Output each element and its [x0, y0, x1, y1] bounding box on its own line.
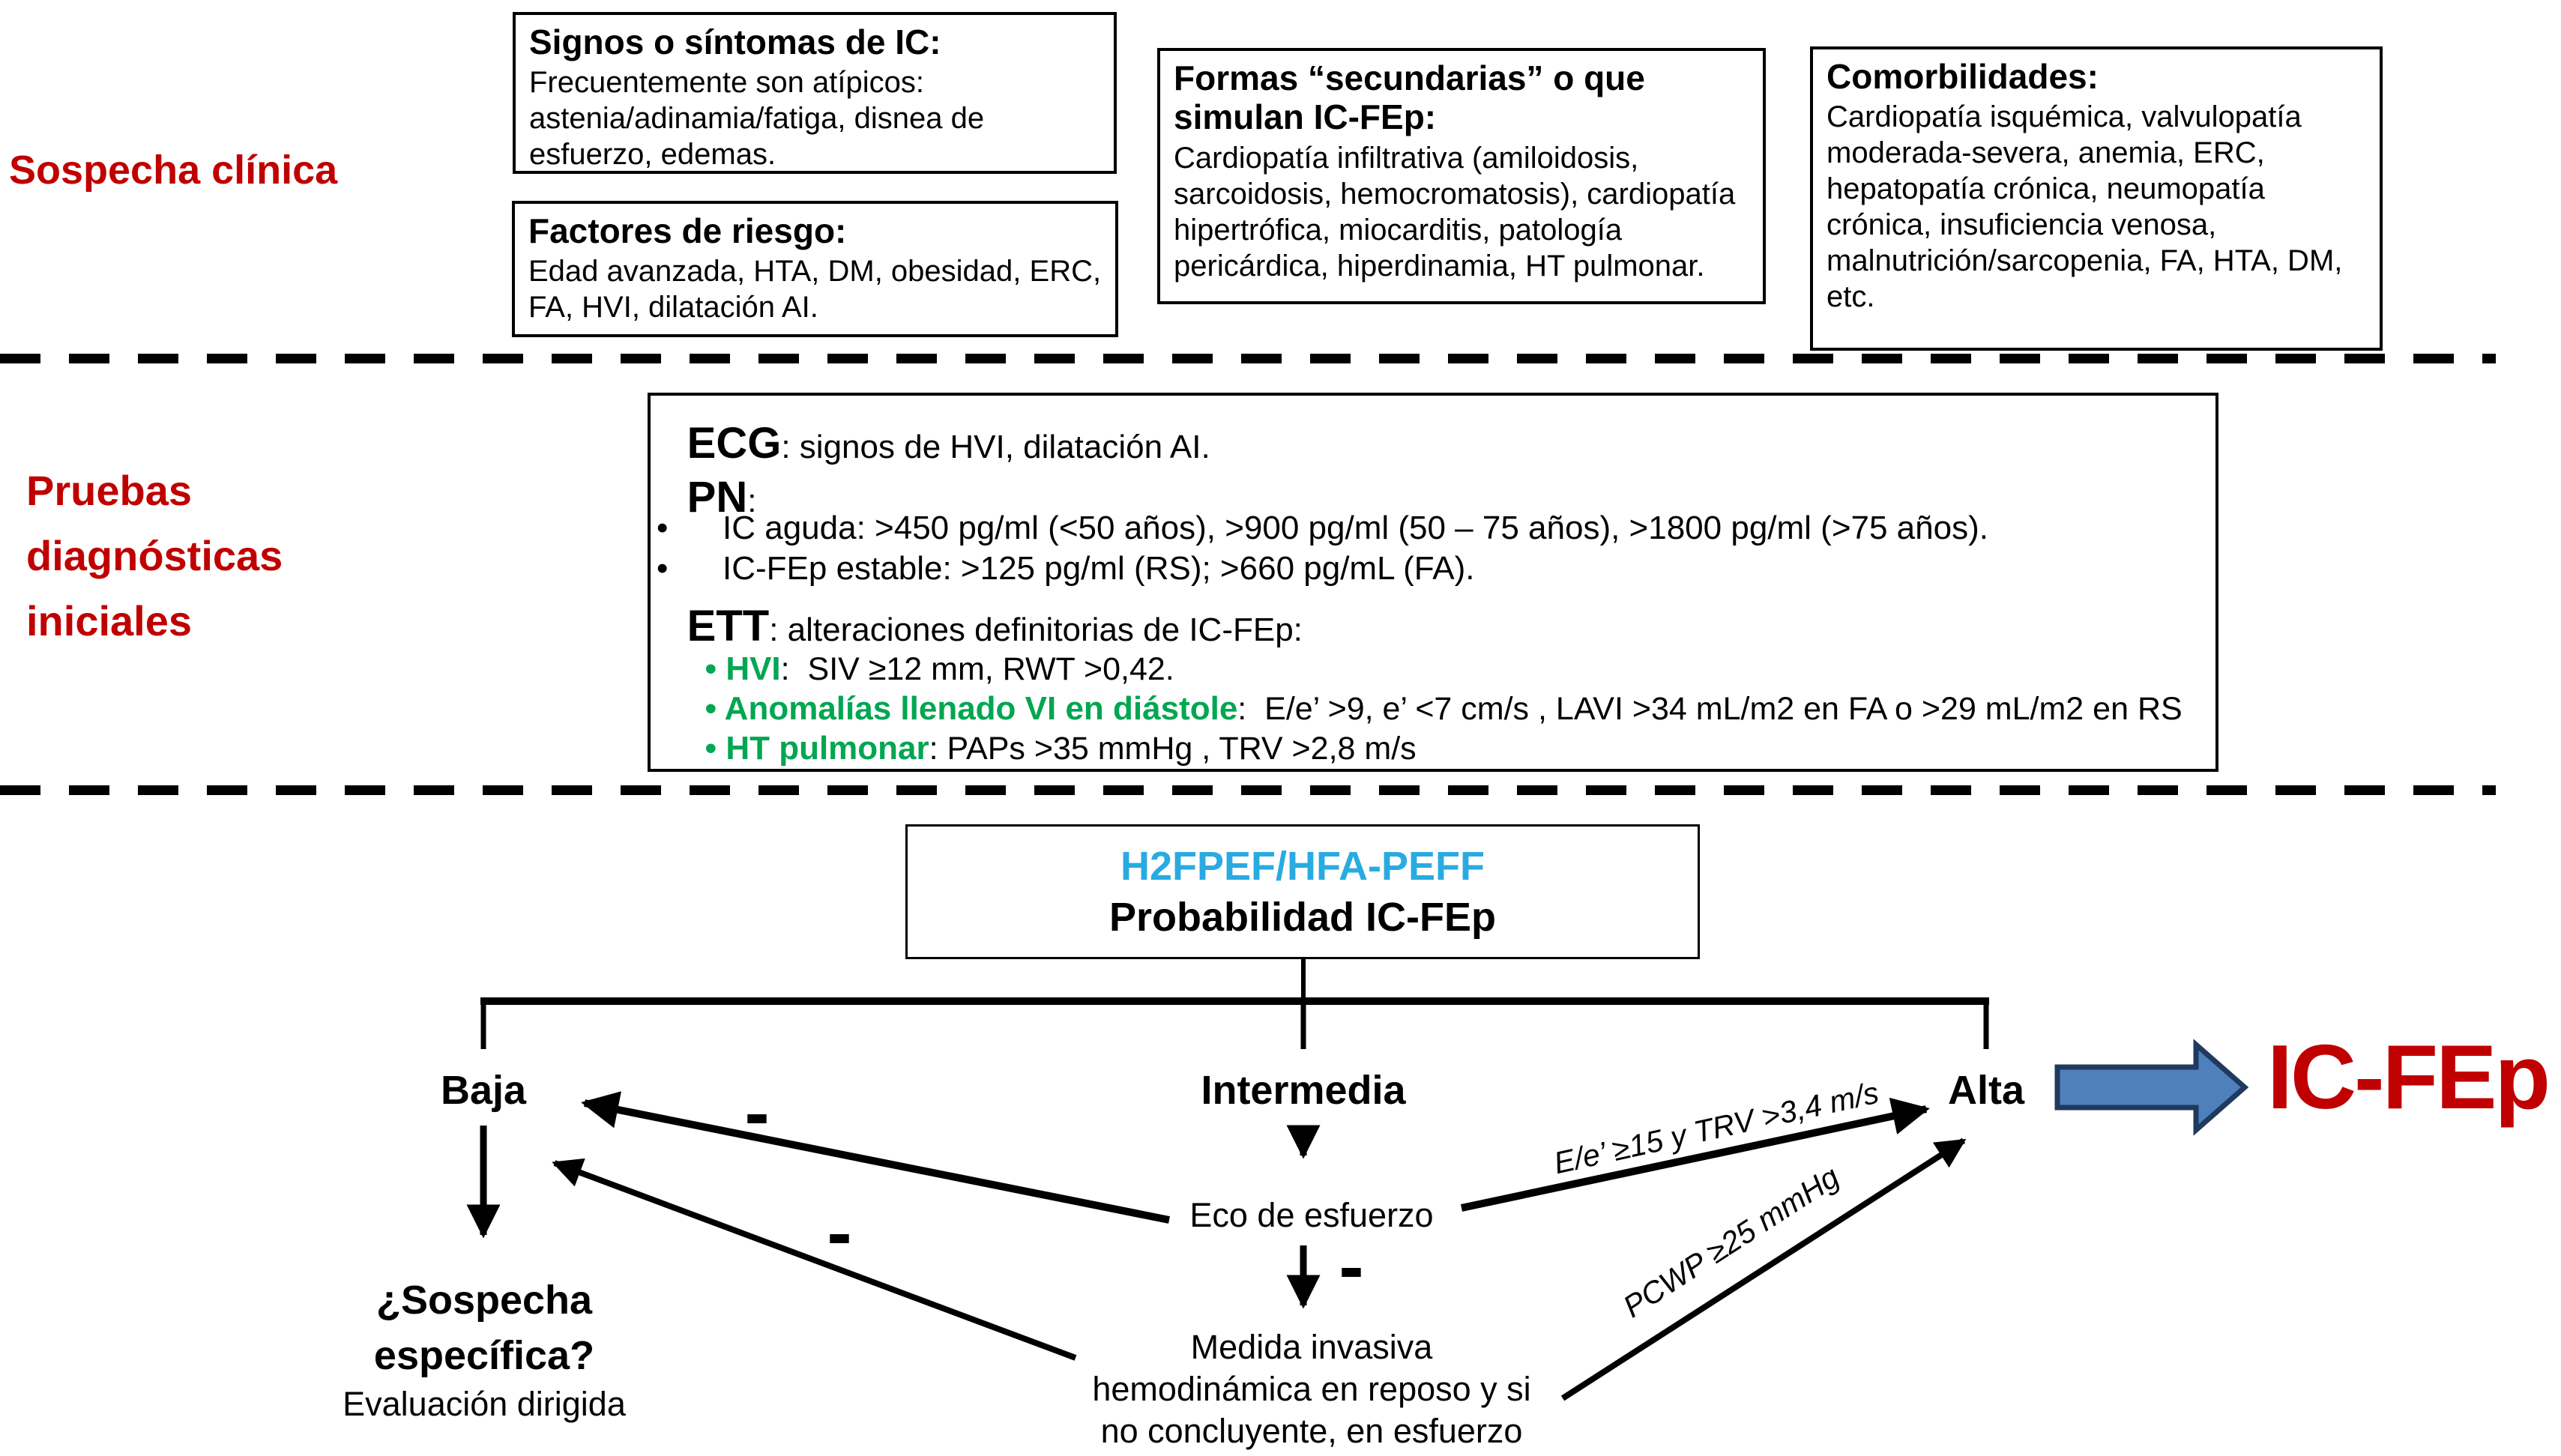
ett-item-htpulmonar-rest: : PAPs >35 mmHg , TRV >2,8 m/s — [929, 731, 1417, 767]
minus-sign-eco-baja: - — [744, 1071, 770, 1155]
box-comorbilidades-title: Comorbilidades: — [1827, 57, 2099, 96]
spacer — [717, 730, 726, 767]
ett-item-hvi-rest: : SIV ≥12 mm, RWT >0,42. — [780, 651, 1174, 687]
ett-label: ETT — [687, 602, 770, 650]
ett-item-diastole-rest: : E/e’ >9, e’ <7 cm/s , LAVI >34 mL/m2 e… — [1237, 691, 2183, 727]
box-pruebas-diagnosticas: ECG: signos de HVI, dilatación AI. PN: •… — [648, 393, 2218, 772]
dashed-divider-2 — [0, 785, 2496, 795]
bullet-icon: • — [657, 550, 669, 587]
minus-sign-eco-invasive: - — [1339, 1224, 1364, 1308]
section-label-pruebas-diagnosticas: Pruebas diagnósticas iniciales — [26, 467, 283, 644]
outcome-label-icfep: IC-FEp — [2267, 1026, 2551, 1128]
ett-item-htpulmonar: • HT pulmonar: PAPs >35 mmHg , TRV >2,8 … — [685, 716, 1417, 781]
box-comorbilidades: Comorbilidades: Cardiopatía isquémica, v… — [1810, 46, 2383, 351]
box-factores-riesgo: Factores de riesgo: Edad avanzada, HTA, … — [512, 201, 1118, 337]
pn-item-acute-text: IC aguda: >450 pg/ml (<50 años), >900 pg… — [723, 510, 1988, 546]
ett-item-htpulmonar-term: HT pulmonar — [726, 730, 929, 767]
ecg-line: ECG: signos de HVI, dilatación AI. — [667, 405, 1210, 482]
node-eco-de-esfuerzo: Eco de esfuerzo — [1189, 1196, 1434, 1234]
ett-item-diastole: • Anomalías llenado VI en diástole: E/e’… — [685, 677, 2183, 741]
block-arrow-alta-to-icfep — [2054, 1039, 2249, 1136]
box-formas-secundarias: Formas “secundarias” o que simulan IC-FE… — [1157, 48, 1766, 304]
score-box-subtitle: Probabilidad IC-FEp — [1108, 894, 1496, 940]
ett-text: : alteraciones definitorias de IC-FEp: — [769, 611, 1303, 648]
ett-item-hvi: • HVI: SIV ≥12 mm, RWT >0,42. — [685, 637, 1174, 701]
arrow-invasive-to-alta — [1560, 1138, 1967, 1401]
box-factores-title: Factores de riesgo: — [528, 211, 847, 250]
ett-item-diastole-term: Anomalías llenado VI en diástole — [724, 690, 1238, 727]
ecg-label: ECG — [687, 419, 782, 468]
arrow-eco-to-alta — [1460, 1097, 1930, 1212]
box-factores-body: Edad avanzada, HTA, DM, obesidad, ERC, F… — [528, 255, 1102, 324]
node-medida-invasiva-line2: hemodinámica en reposo y si — [1092, 1370, 1531, 1408]
box-comorbilidades-body: Cardiopatía isquémica, valvulopatía mode… — [1827, 100, 2343, 314]
node-evaluacion-dirigida: Evaluación dirigida — [343, 1385, 626, 1423]
section-label-sospecha-clinica: Sospecha clínica — [9, 148, 338, 193]
box-signos-sintomas: Signos o síntomas de IC: Frecuentemente … — [513, 12, 1117, 174]
box-signos-body: Frecuentemente son atípicos: astenia/adi… — [529, 66, 985, 172]
box-formas-title: Formas “secundarias” o que simulan IC-FE… — [1174, 58, 1645, 137]
score-box-title: H2FPEF/HFA-PEFF — [1120, 844, 1485, 889]
node-sospecha-especifica-line2: específica? — [373, 1333, 595, 1378]
bullet-icon: • — [705, 730, 717, 767]
node-medida-invasiva-line1: Medida invasiva — [1190, 1328, 1433, 1366]
arrow-eco-to-baja — [581, 1091, 1170, 1224]
bullet-icon: • — [657, 510, 669, 546]
arrow-invasive-to-baja — [552, 1158, 1077, 1361]
ett-line: ETT: alteraciones definitorias de IC-FEp… — [667, 587, 1303, 665]
pn-item-stable-text: IC-FEp estable: >125 pg/ml (RS); >660 pg… — [723, 550, 1475, 587]
pn-label: PN — [687, 473, 748, 522]
pn-colon: : — [747, 483, 757, 519]
ett-item-hvi-term: HVI — [726, 650, 781, 687]
minus-sign-invasive-baja: - — [827, 1191, 852, 1275]
bullet-icon: • — [705, 690, 717, 727]
score-box-h2fpef: H2FPEF/HFA-PEFF Probabilidad IC-FEp — [905, 824, 1700, 959]
box-signos-title: Signos o síntomas de IC: — [529, 22, 941, 61]
ecg-text: : signos de HVI, dilatación AI. — [781, 429, 1210, 465]
node-medida-invasiva-line3: no concluyente, en esfuerzo — [1100, 1412, 1523, 1450]
pn-line: PN: — [667, 459, 757, 536]
branch-label-alta: Alta — [1947, 1068, 2024, 1113]
box-formas-body: Cardiopatía infiltrativa (amiloidosis, s… — [1174, 141, 1736, 283]
branch-label-intermedia: Intermedia — [1201, 1068, 1406, 1113]
dashed-divider-1 — [0, 354, 2496, 363]
node-sospecha-especifica-line1: ¿Sospecha — [375, 1278, 593, 1323]
bullet-icon: • — [705, 650, 717, 687]
branch-label-baja: Baja — [440, 1068, 527, 1113]
